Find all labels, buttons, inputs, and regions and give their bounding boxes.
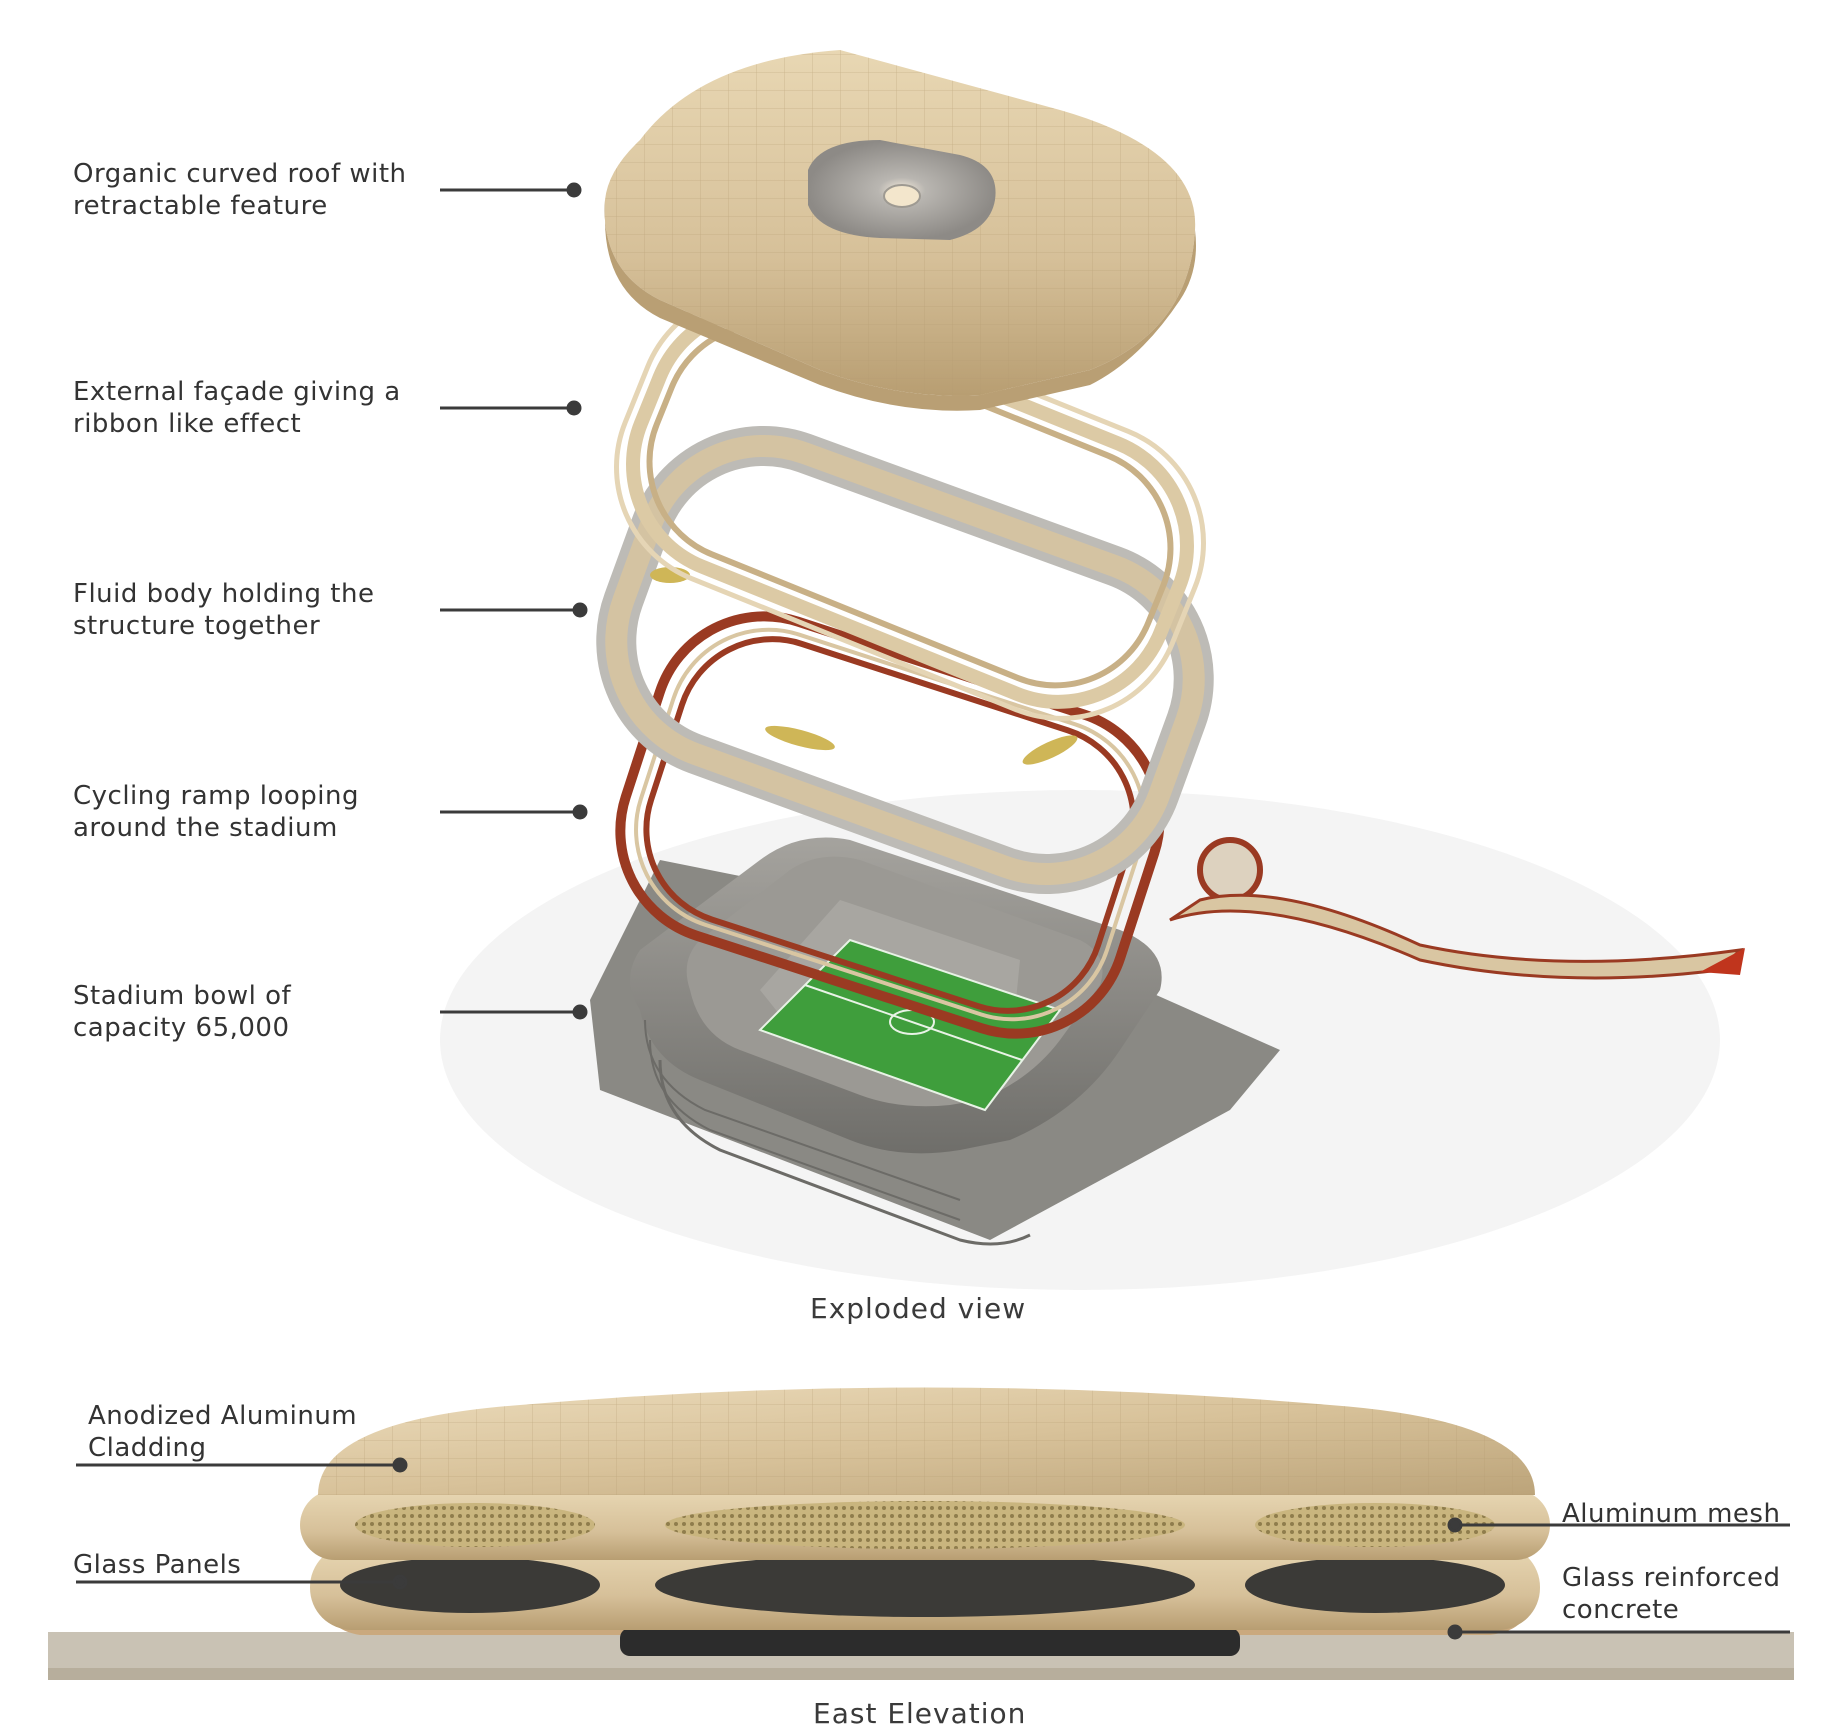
elevation-leaders bbox=[76, 1457, 1790, 1640]
label-roof-line2: retractable feature bbox=[73, 191, 328, 221]
glass-band-right bbox=[1245, 1557, 1505, 1613]
label-glass-reinforced-concrete: Glass reinforced concrete bbox=[1562, 1562, 1780, 1626]
label-stadium-bowl-line1: Stadium bowl of bbox=[73, 981, 292, 1011]
caption-east-elevation: East Elevation bbox=[813, 1697, 1027, 1730]
caption-exploded-view: Exploded view bbox=[810, 1292, 1027, 1325]
label-glass-panels: Glass Panels bbox=[73, 1549, 241, 1581]
exploded-leaders bbox=[440, 182, 588, 1020]
label-fluid-body: Fluid body holding the structure togethe… bbox=[73, 578, 374, 642]
label-aluminum-mesh: Aluminum mesh bbox=[1562, 1498, 1780, 1530]
label-roof: Organic curved roof with retractable fea… bbox=[73, 158, 407, 222]
label-cycling-ramp-line1: Cycling ramp looping bbox=[73, 781, 359, 811]
mesh-band-right bbox=[1255, 1503, 1495, 1547]
label-facade-line1: External façade giving a bbox=[73, 377, 401, 407]
label-aluminum-mesh-line1: Aluminum mesh bbox=[1562, 1499, 1781, 1529]
label-facade: External façade giving a ribbon like eff… bbox=[73, 376, 401, 440]
label-stadium-bowl: Stadium bowl of capacity 65,000 bbox=[73, 980, 291, 1044]
label-glass-panels-line1: Glass Panels bbox=[73, 1550, 242, 1580]
label-roof-line1: Organic curved roof with bbox=[73, 159, 407, 189]
east-elevation-drawing bbox=[48, 1387, 1794, 1680]
curved-roof bbox=[604, 50, 1196, 411]
label-cycling-ramp-line2: around the stadium bbox=[73, 813, 338, 843]
label-cycling-ramp: Cycling ramp looping around the stadium bbox=[73, 780, 359, 844]
label-anodized-cladding: Anodized Aluminum Cladding bbox=[88, 1400, 357, 1464]
label-stadium-bowl-line2: capacity 65,000 bbox=[73, 1013, 290, 1043]
label-anodized-cladding-line1: Anodized Aluminum bbox=[88, 1401, 358, 1431]
label-fluid-body-line1: Fluid body holding the bbox=[73, 579, 375, 609]
mesh-band-left bbox=[355, 1503, 595, 1547]
label-facade-line2: ribbon like effect bbox=[73, 409, 302, 439]
glass-band-left bbox=[340, 1557, 600, 1613]
label-grc-line1: Glass reinforced bbox=[1562, 1563, 1781, 1593]
label-grc-line2: concrete bbox=[1562, 1595, 1680, 1625]
glass-band-center bbox=[655, 1553, 1195, 1617]
mesh-band-center bbox=[665, 1501, 1185, 1549]
label-anodized-cladding-line2: Cladding bbox=[88, 1433, 207, 1463]
fluid-body-ring bbox=[596, 425, 1214, 895]
label-fluid-body-line2: structure together bbox=[73, 611, 321, 641]
